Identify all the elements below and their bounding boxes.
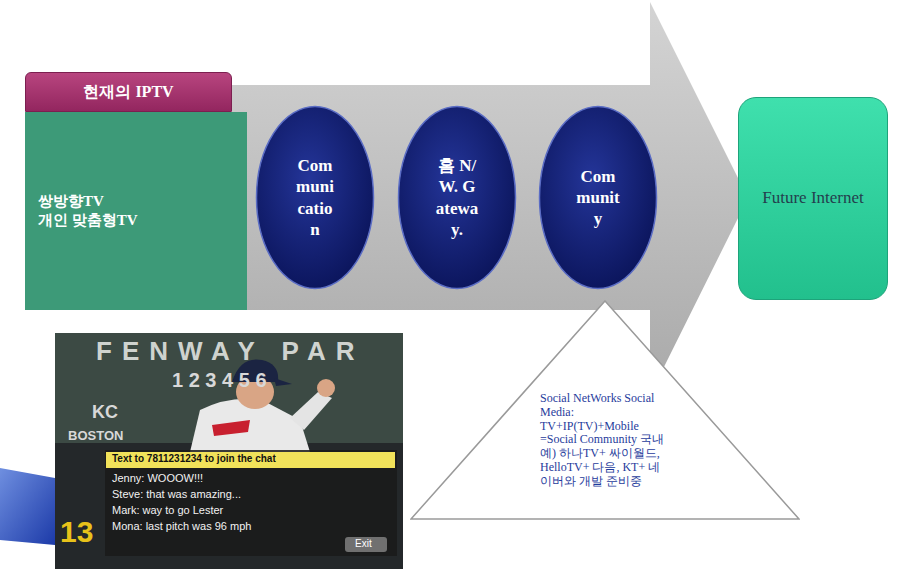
chat-header: Text to 7811231234 to join the chat — [112, 453, 276, 465]
node-text: Community — [576, 166, 620, 230]
node-text: 현재의 IPTV — [83, 82, 173, 103]
chat-panel — [105, 450, 397, 556]
blue-decoration — [0, 468, 55, 545]
stage-ellipse: 홈 N/W. Gateway. — [397, 105, 517, 290]
callout-triangle: Social NetWorks Social Media: TV+IP(TV)+… — [410, 300, 800, 520]
chat-line: Mark: way to go Lester — [112, 504, 223, 517]
stage-ellipse: Community — [538, 105, 658, 290]
heading-box: 현재의 IPTV — [25, 72, 232, 112]
chat-line: Mona: last pitch was 96 mph — [112, 520, 251, 533]
score-number: 13 — [60, 514, 93, 550]
inning-numbers: 1 2 3 4 5 6 — [172, 368, 267, 392]
feature-box: 쌍방향TV개인 맞춤형TV — [25, 112, 247, 310]
team-name: BOSTON — [68, 428, 123, 444]
stadium-sign: FENWAY PAR — [96, 336, 365, 367]
chat-header-bar — [106, 452, 395, 468]
node-text: 홈 N/W. Gateway. — [435, 155, 479, 240]
stands — [55, 443, 403, 569]
exit-label: Exit — [355, 538, 372, 550]
scoreboard — [55, 333, 403, 443]
exit-button — [345, 537, 387, 552]
team-name: KC — [92, 402, 118, 424]
ellipse-outline — [255, 105, 375, 290]
chat-line: Jenny: WOOOW!!! — [112, 472, 203, 485]
node-text: 쌍방향TV — [38, 192, 247, 212]
node-text: 개인 맞춤형TV — [38, 211, 247, 231]
chat-line: Steve: that was amazing... — [112, 488, 241, 501]
ellipse-outline — [397, 105, 517, 290]
goal-box: Future Internet — [738, 97, 888, 300]
node-text: Future Internet — [762, 187, 864, 209]
node-text: Social NetWorks Social Media: TV+IP(TV)+… — [540, 392, 672, 489]
photo-ground — [55, 333, 403, 569]
node-text: Communication — [293, 155, 337, 240]
stage-ellipse: Communication — [255, 105, 375, 290]
